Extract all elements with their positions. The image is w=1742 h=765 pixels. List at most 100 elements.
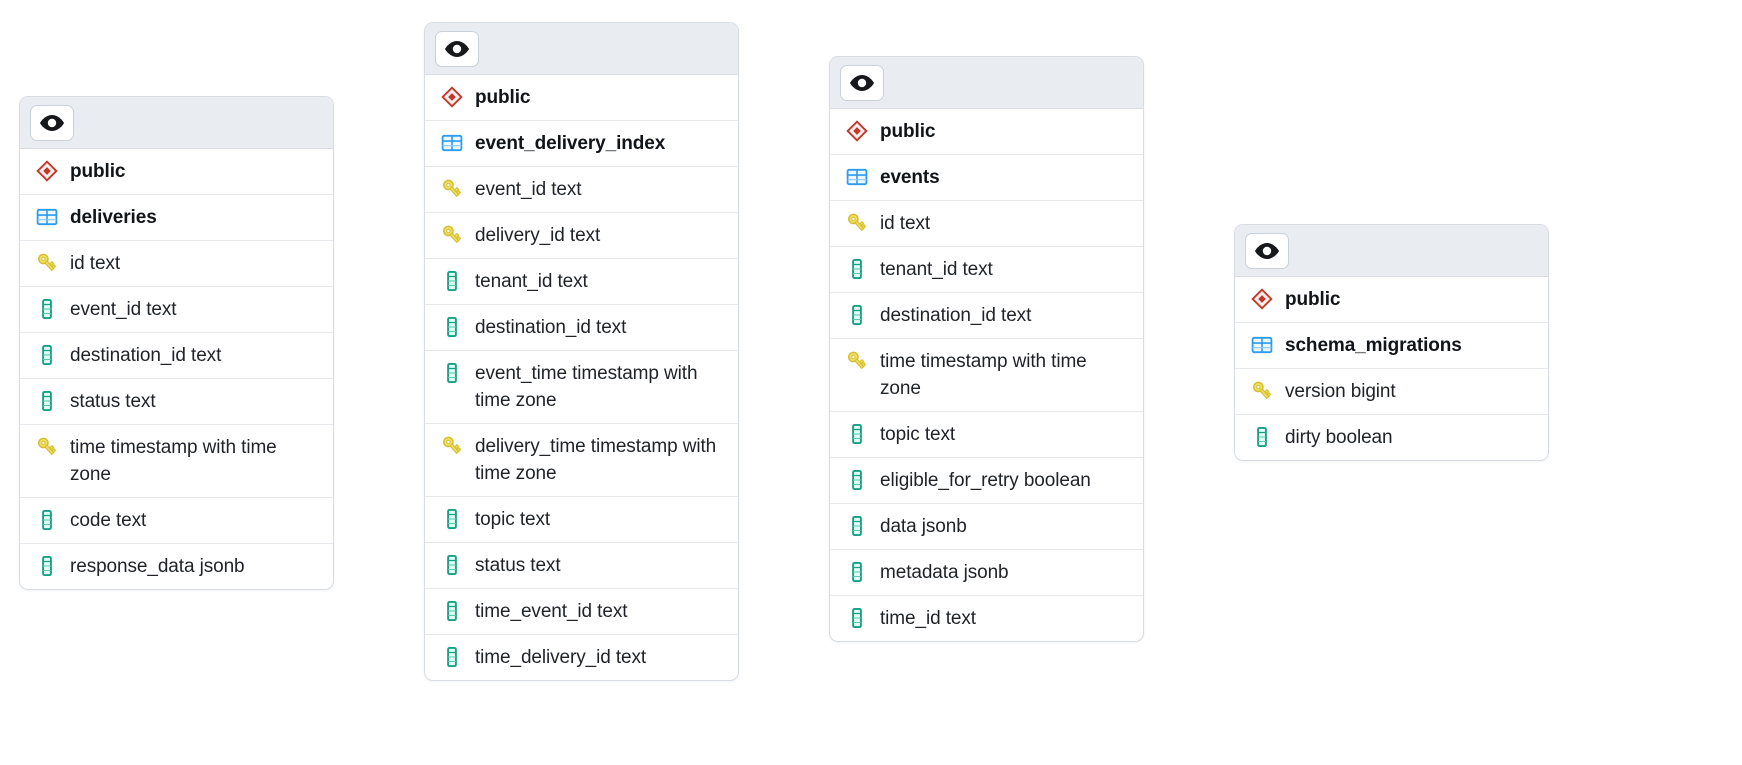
key-icon: [34, 250, 60, 276]
column-row[interactable]: eligible_for_retry boolean: [830, 458, 1143, 504]
column-row[interactable]: status text: [20, 379, 333, 425]
card-header-schema-migrations: [1235, 225, 1548, 277]
column-label: time_event_id text: [475, 601, 628, 622]
column-row[interactable]: id text: [830, 201, 1143, 247]
column-label: tenant_id text: [475, 271, 588, 292]
column-label: event_id text: [475, 179, 582, 200]
table-name-label: event_delivery_index: [475, 133, 666, 154]
column-label: event_id text: [70, 299, 177, 320]
table-grid-icon: [844, 164, 870, 190]
table-name-row[interactable]: event_delivery_index: [425, 121, 738, 167]
key-icon: [439, 176, 465, 202]
table-card-events[interactable]: public events id text tenant_id text destina…: [829, 56, 1144, 642]
column-row[interactable]: dirty boolean: [1235, 415, 1548, 460]
table-rows-deliveries: public deliveries id text event_id text dest…: [20, 149, 333, 589]
column-row[interactable]: metadata jsonb: [830, 550, 1143, 596]
column-row[interactable]: time_delivery_id text: [425, 635, 738, 680]
column-icon: [439, 598, 465, 624]
key-icon: [844, 210, 870, 236]
table-card-event-delivery-index[interactable]: public event_delivery_index event_id text d…: [424, 22, 739, 681]
column-row[interactable]: status text: [425, 543, 738, 589]
column-label: delivery_id text: [475, 225, 601, 246]
table-rows-events: public events id text tenant_id text destina…: [830, 109, 1143, 641]
schema-row[interactable]: public: [830, 109, 1143, 155]
eye-icon-button-events[interactable]: [840, 64, 884, 101]
column-row[interactable]: code text: [20, 498, 333, 544]
column-label: tenant_id text: [880, 259, 993, 280]
key-icon: [439, 222, 465, 248]
column-icon: [439, 552, 465, 578]
column-row[interactable]: destination_id text: [20, 333, 333, 379]
column-label: eligible_for_retry boolean: [880, 470, 1091, 491]
column-row[interactable]: event_id text: [425, 167, 738, 213]
column-row[interactable]: tenant_id text: [425, 259, 738, 305]
table-name-row[interactable]: events: [830, 155, 1143, 201]
column-row[interactable]: id text: [20, 241, 333, 287]
schema-name-label: public: [70, 161, 126, 182]
table-name-row[interactable]: deliveries: [20, 195, 333, 241]
column-label: response_data jsonb: [70, 556, 245, 577]
eye-icon-button-event-delivery-index[interactable]: [435, 30, 479, 67]
column-icon: [34, 553, 60, 579]
schema-diamond-icon: [439, 84, 465, 110]
table-name-row[interactable]: schema_migrations: [1235, 323, 1548, 369]
column-row[interactable]: topic text: [425, 497, 738, 543]
column-row[interactable]: delivery_id text: [425, 213, 738, 259]
schema-diamond-icon: [1249, 286, 1275, 312]
column-row[interactable]: time_event_id text: [425, 589, 738, 635]
column-label: time_delivery_id text: [475, 647, 647, 668]
column-label: destination_id text: [70, 345, 222, 366]
column-icon: [439, 314, 465, 340]
column-label: dirty boolean: [1285, 427, 1393, 448]
column-label: time_id text: [880, 608, 976, 629]
column-row[interactable]: event_time timestamp with time zone: [425, 351, 738, 424]
column-icon: [439, 506, 465, 532]
eye-icon: [1254, 242, 1280, 260]
column-row[interactable]: time_id text: [830, 596, 1143, 641]
table-card-deliveries[interactable]: public deliveries id text event_id text dest…: [19, 96, 334, 590]
column-row[interactable]: destination_id text: [425, 305, 738, 351]
column-label: delivery_time timestamp with time zone: [475, 436, 717, 484]
eye-icon: [444, 40, 470, 58]
table-name-label: events: [880, 167, 940, 188]
schema-diamond-icon: [844, 118, 870, 144]
column-row[interactable]: version bigint: [1235, 369, 1548, 415]
column-row[interactable]: tenant_id text: [830, 247, 1143, 293]
column-row[interactable]: data jsonb: [830, 504, 1143, 550]
table-name-label: deliveries: [70, 207, 157, 228]
column-icon: [34, 342, 60, 368]
column-icon: [844, 467, 870, 493]
card-header-events: [830, 57, 1143, 109]
column-row[interactable]: time timestamp with time zone: [20, 425, 333, 498]
column-icon: [34, 296, 60, 322]
eye-icon-button-schema-migrations[interactable]: [1245, 232, 1289, 269]
column-label: code text: [70, 510, 147, 531]
column-label: id text: [880, 213, 930, 234]
table-grid-icon: [1249, 332, 1275, 358]
column-icon: [844, 605, 870, 631]
column-icon: [844, 513, 870, 539]
column-icon: [844, 256, 870, 282]
column-icon: [844, 302, 870, 328]
card-header-event-delivery-index: [425, 23, 738, 75]
column-row[interactable]: event_id text: [20, 287, 333, 333]
schema-row[interactable]: public: [20, 149, 333, 195]
column-row[interactable]: topic text: [830, 412, 1143, 458]
column-row[interactable]: destination_id text: [830, 293, 1143, 339]
schema-row[interactable]: public: [1235, 277, 1548, 323]
column-label: time timestamp with time zone: [880, 351, 1087, 399]
column-row[interactable]: delivery_time timestamp with time zone: [425, 424, 738, 497]
schema-row[interactable]: public: [425, 75, 738, 121]
key-icon: [844, 348, 870, 374]
column-row[interactable]: time timestamp with time zone: [830, 339, 1143, 412]
column-row[interactable]: response_data jsonb: [20, 544, 333, 589]
eye-icon-button-deliveries[interactable]: [30, 104, 74, 141]
eye-icon: [849, 74, 875, 92]
schema-name-label: public: [1285, 289, 1341, 310]
column-label: status text: [70, 391, 156, 412]
card-header-deliveries: [20, 97, 333, 149]
column-label: topic text: [475, 509, 551, 530]
